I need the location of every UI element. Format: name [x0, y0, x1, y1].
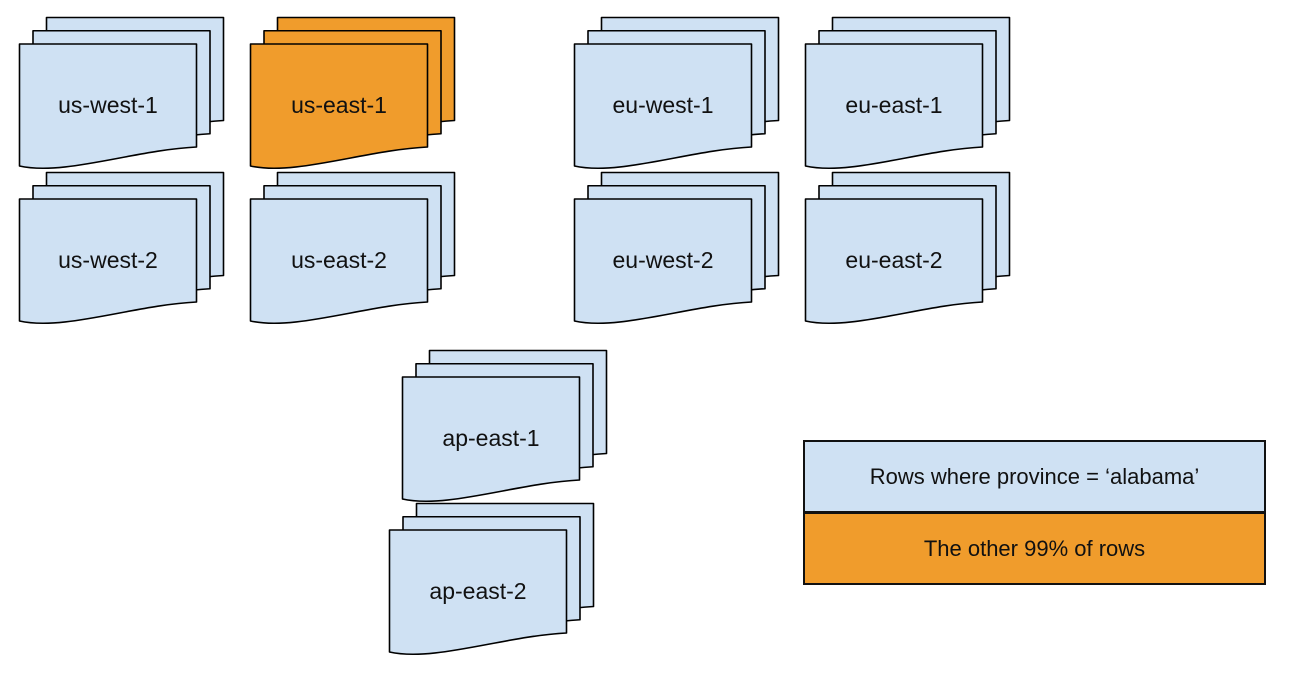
document-stack-icon: [804, 171, 1011, 325]
region-stack-eu-west-2: eu-west-2: [573, 171, 780, 335]
region-stack-eu-east-2: eu-east-2: [804, 171, 1011, 335]
region-stack-ap-east-1: ap-east-1: [401, 349, 608, 513]
region-stack-eu-east-1: eu-east-1: [804, 16, 1011, 180]
region-stack-us-east-1: us-east-1: [249, 16, 456, 180]
region-stack-us-west-1: us-west-1: [18, 16, 225, 180]
region-stack-eu-west-1: eu-west-1: [573, 16, 780, 180]
document-stack-icon: [804, 16, 1011, 170]
legend-item-other-rows: The other 99% of rows: [805, 514, 1264, 583]
document-stack-icon: [249, 171, 456, 325]
legend-item-label: Rows where province = ‘alabama’: [869, 463, 1200, 489]
document-stack-icon: [388, 502, 595, 656]
document-stack-icon: [401, 349, 608, 503]
document-stack-icon: [573, 16, 780, 170]
document-stack-icon: [573, 171, 780, 325]
document-stack-icon: [18, 171, 225, 325]
region-stack-us-west-2: us-west-2: [18, 171, 225, 335]
region-stack-ap-east-2: ap-east-2: [388, 502, 595, 666]
legend-item-label: The other 99% of rows: [923, 535, 1146, 561]
legend-item-alabama-rows: Rows where province = ‘alabama’: [805, 442, 1264, 514]
document-stack-icon: [249, 16, 456, 170]
document-stack-icon: [18, 16, 225, 170]
legend: Rows where province = ‘alabama’ The othe…: [803, 440, 1266, 585]
region-stack-us-east-2: us-east-2: [249, 171, 456, 335]
